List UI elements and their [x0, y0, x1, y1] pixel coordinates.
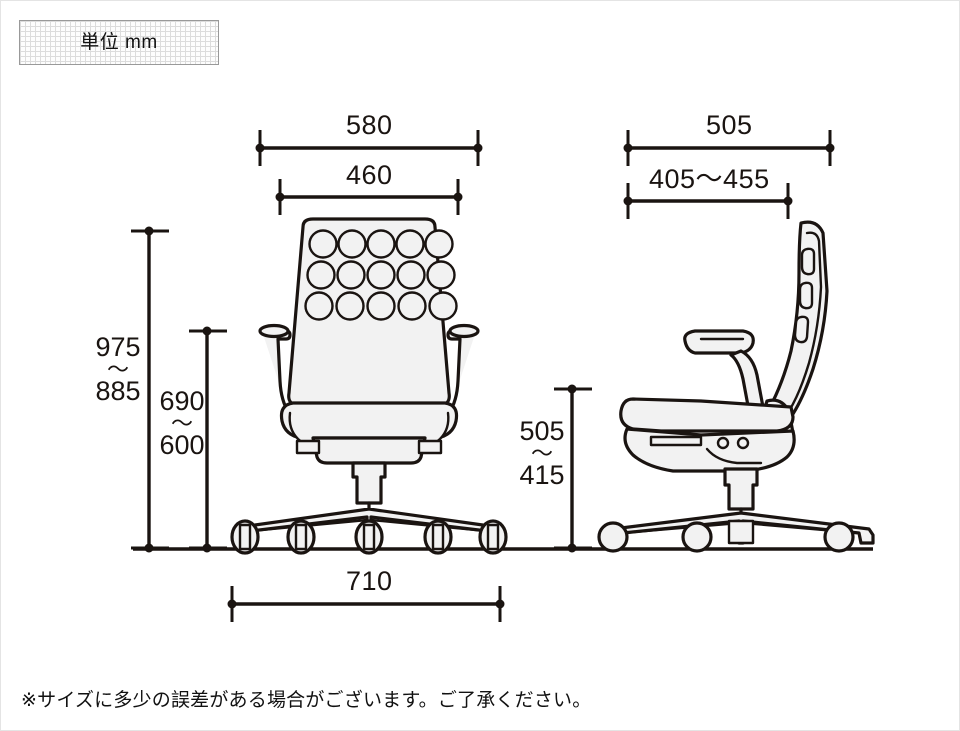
front-seat-mechanism — [311, 436, 427, 465]
front-mechanism-lever-right — [417, 439, 443, 455]
side-mechanism-plate — [649, 435, 703, 447]
front-caster-2 — [286, 519, 316, 555]
side-caster-2 — [681, 521, 713, 553]
overall-height-tilde: 〜 — [106, 356, 129, 382]
front-caster-5 — [478, 519, 508, 555]
side-mechanism-knob-2 — [736, 436, 750, 450]
front-caster-4 — [423, 519, 453, 555]
front-gas-cylinder — [351, 461, 387, 505]
dimension-label-side-overall-depth: 505 — [706, 110, 753, 140]
dimension-label-overall-height: 975 〜 885 — [85, 332, 151, 407]
side-caster-3 — [823, 521, 855, 553]
dimension-line-overall-height — [131, 226, 169, 553]
front-mechanism-lever-left — [295, 439, 321, 455]
office-chair-front-view — [230, 217, 508, 555]
side-caster-1 — [597, 521, 629, 553]
dimension-label-seat-height: 505 〜 415 — [511, 416, 573, 491]
tolerance-note: ※サイズに多少の誤差がある場合がございます。ご了承ください。 — [21, 690, 592, 711]
unit-box-label: 単位 mm — [80, 32, 158, 53]
dimension-line-front-overall-width — [255, 130, 483, 166]
seat-height-min: 415 — [519, 460, 565, 491]
front-caster-3 — [354, 519, 384, 555]
dimension-label-front-inner-width: 460 — [346, 160, 393, 190]
side-mechanism-knob-1 — [716, 436, 730, 450]
side-seat-pan — [619, 397, 795, 433]
side-gas-cylinder — [723, 467, 759, 511]
side-armrest — [683, 329, 765, 413]
dimension-line-front-inner-width — [275, 179, 463, 215]
dimension-label-back-height: 690 〜 600 — [151, 386, 213, 461]
front-caster-1 — [230, 519, 260, 555]
front-backrest-hole-grid — [304, 229, 458, 321]
back-height-tilde: 〜 — [170, 410, 193, 436]
back-height-max: 690 — [159, 386, 205, 416]
unit-box: 単位 mm — [19, 20, 219, 65]
dimension-line-seat-height — [554, 384, 592, 553]
dimension-label-side-seat-depth-range: 405〜455 — [649, 164, 770, 194]
side-base-edge-left — [621, 521, 741, 535]
dimension-line-side-seat-depth-range — [623, 183, 793, 219]
dimension-label-base-width: 710 — [346, 566, 393, 596]
seat-height-max: 505 — [519, 416, 565, 446]
side-base-hub — [727, 519, 755, 545]
overall-height-min: 885 — [95, 376, 141, 407]
dimension-line-base-width — [227, 586, 505, 622]
office-chair-side-view — [597, 220, 875, 553]
side-backrest-slots — [793, 247, 816, 344]
front-armrest-right — [446, 323, 480, 415]
dimension-line-back-height — [189, 326, 227, 553]
back-height-min: 600 — [159, 430, 205, 461]
dimension-line-side-overall-depth — [623, 130, 835, 166]
seat-height-tilde: 〜 — [530, 440, 553, 466]
side-mechanism-link — [705, 447, 763, 465]
front-armrest-left — [258, 323, 292, 415]
overall-height-max: 975 — [95, 332, 141, 362]
dimension-label-front-overall-width: 580 — [346, 110, 393, 140]
